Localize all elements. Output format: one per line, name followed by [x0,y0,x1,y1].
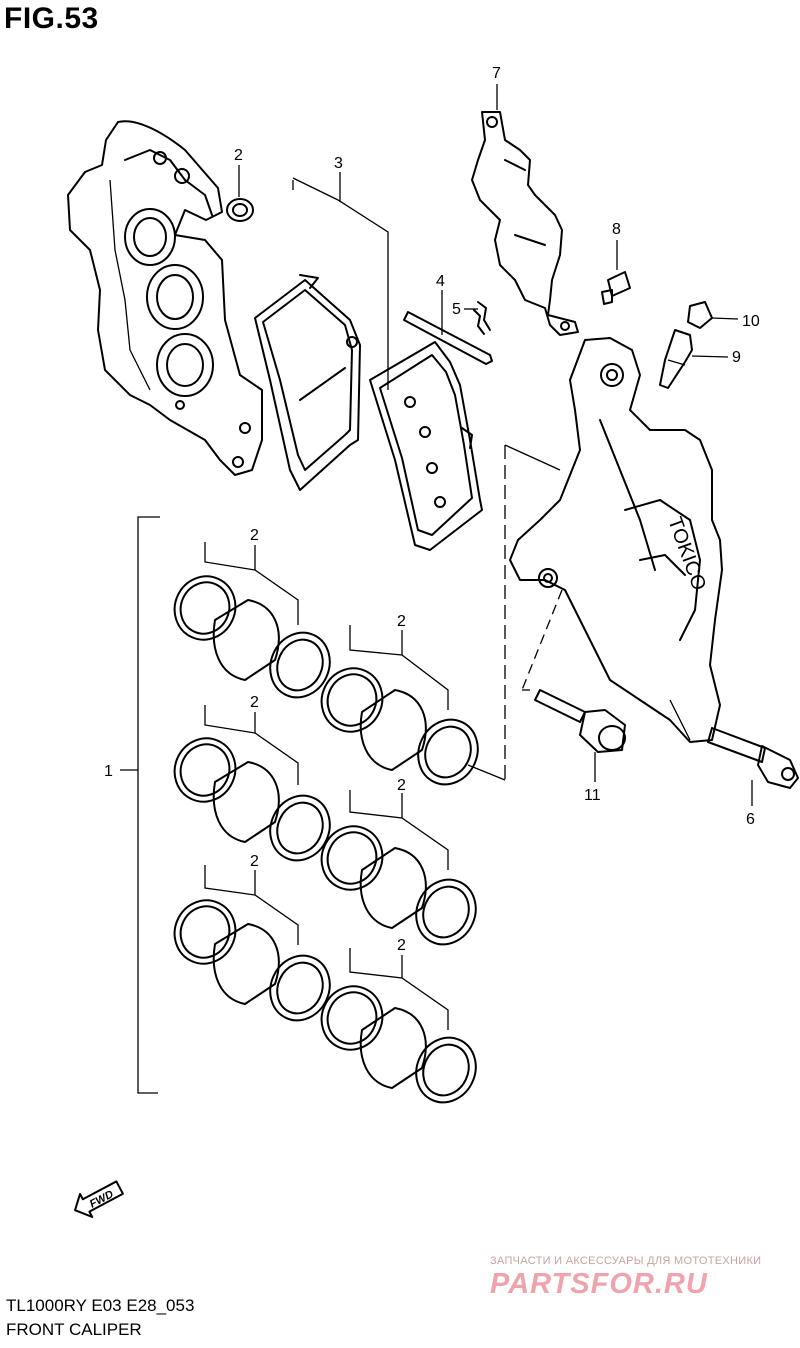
callout-bleeder: 9 [732,349,741,366]
model-code: TL1000RY E03 E28_053 [6,1296,195,1315]
callout-piston-1: 2 [250,527,259,544]
mount-bracket [471,111,579,336]
brake-pad-2 [369,341,483,551]
callout-caliper-assy: 1 [104,763,113,780]
brake-pad-1 [254,274,361,491]
callout-housing-seal: 2 [234,147,243,164]
fwd-label: FWD [88,1188,116,1210]
pad-spring [473,301,491,335]
callout-bolt-11: 11 [584,787,601,804]
bolt-6 [707,727,799,789]
watermark-tagline: ЗАПЧАСТИ И АКСЕССУАРЫ ДЛЯ МОТОТЕХНИКИ [490,1255,762,1267]
watermark-logo: PARTSFOR.RU [490,1268,708,1300]
bleeder-valve [659,329,693,389]
callout-piston-5: 2 [250,853,259,870]
piston-group-2 [320,625,506,786]
bleeder-cap [687,301,713,329]
seal-ring-small [226,198,254,222]
caliper-half-outer [67,120,263,476]
pad-pin [403,311,493,365]
callout-piston-4: 2 [397,777,406,794]
brand-mark: TOKICO [663,514,710,593]
piston-group-5 [173,865,331,1022]
forward-arrow-icon: FWD [74,1180,124,1218]
figure-title: FIG.53 [4,2,99,35]
callout-piston-3: 2 [250,694,259,711]
caliper-half-inner: TOKICO [509,337,723,743]
callout-cap: 10 [742,313,760,330]
callout-pad-set: 3 [334,155,343,172]
callout-pin: 4 [436,273,445,290]
piston-group-3 [173,705,331,862]
bolt-11 [534,689,626,753]
piston-group-6 [320,948,477,1104]
callout-spring: 5 [452,301,461,318]
callout-screw: 8 [612,221,621,238]
piston-group-1 [173,542,331,699]
screw-8 [601,271,631,305]
callout-piston-2: 2 [397,613,406,630]
callout-bracket: 7 [492,65,501,82]
callout-piston-6: 2 [397,937,406,954]
callout-bolt-6: 6 [746,811,755,828]
piston-group-4 [320,790,477,946]
diagram-caption: FRONT CALIPER [6,1320,142,1339]
